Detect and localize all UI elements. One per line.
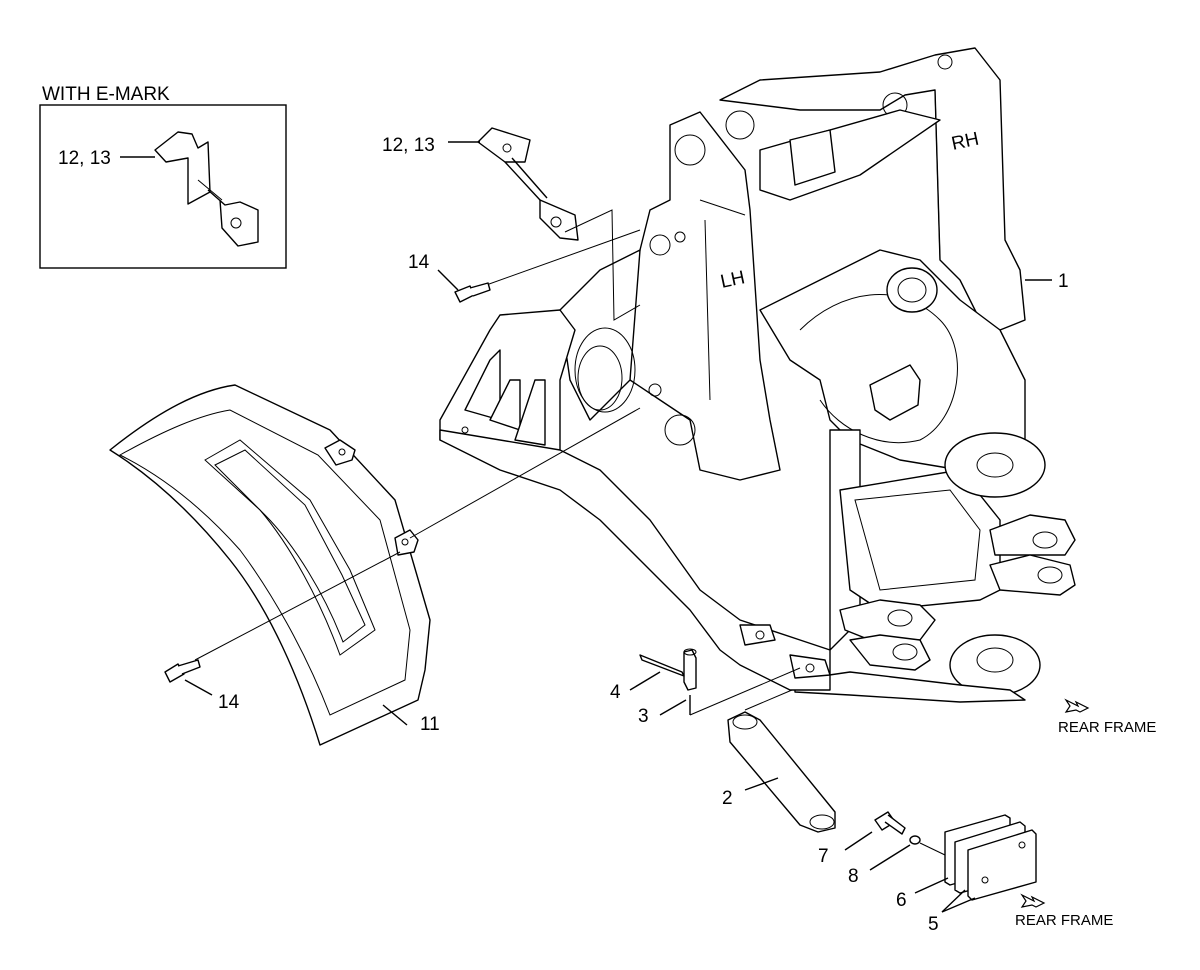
link-bar — [727, 689, 836, 833]
lower-arm — [439, 429, 831, 691]
rear-frame-arrow-icon — [1020, 893, 1046, 908]
inset-title: WITH E-MARK — [42, 84, 170, 105]
cotter-pin-4 — [639, 654, 685, 677]
assembly-line-b — [477, 229, 641, 289]
callout-7-leader — [844, 831, 873, 851]
washer-8 — [909, 835, 921, 845]
fender-stud-upper — [324, 439, 356, 466]
assembly-line-d — [194, 551, 401, 661]
callout-11: 11 — [420, 714, 440, 735]
callout-14-bottom-leader — [184, 679, 213, 696]
assembly-line-c — [409, 407, 641, 539]
callout-5: 5 — [928, 914, 939, 935]
callout-8-leader — [869, 844, 911, 871]
callout-6-leader — [914, 877, 949, 894]
rear-frame-arrow-2 — [1020, 893, 1046, 908]
pivot-bushing — [886, 267, 938, 313]
fender-outer — [109, 384, 431, 746]
callout-1: 1 — [1058, 271, 1069, 292]
callout-14-bottom: 14 — [218, 692, 240, 713]
inset-bracket — [154, 131, 211, 205]
lower-bracket-a — [839, 599, 936, 641]
inset-part-label: 12, 13 — [58, 148, 111, 169]
lower-bracket-b — [849, 634, 931, 671]
assembly-line-e — [689, 667, 801, 716]
front-frame — [439, 47, 1076, 703]
inset-border — [39, 104, 287, 269]
right-arm-lower — [989, 554, 1076, 596]
side-plate — [559, 249, 641, 421]
shim-assembly — [844, 811, 1037, 913]
pin-assembly — [629, 648, 801, 716]
cross-beam — [759, 109, 941, 201]
bracket-lower-plate — [539, 199, 579, 241]
callout-11-leader — [382, 704, 408, 726]
rear-frame-arrow-icon — [1064, 698, 1090, 713]
inset-plate — [207, 189, 259, 247]
rear-frame-label-2: REAR FRAME — [1015, 912, 1113, 929]
callout-2: 2 — [722, 788, 733, 809]
callout-6: 6 — [896, 890, 907, 911]
callout-8: 8 — [848, 866, 859, 887]
right-arm-upper — [989, 514, 1076, 556]
callout-3-leader — [659, 699, 687, 716]
bottom-rail — [794, 671, 1026, 703]
rear-frame-arrow-1 — [1064, 698, 1090, 713]
callout-5-leader-a — [941, 889, 966, 913]
callout-12-13: 12, 13 — [382, 135, 435, 156]
callout-4-leader — [629, 671, 661, 691]
callout-3: 3 — [638, 706, 649, 727]
mount-bracket — [437, 127, 641, 321]
callout-7: 7 — [818, 846, 829, 867]
callout-4: 4 — [610, 682, 621, 703]
frame-label-lh: LH — [719, 267, 747, 293]
rear-frame-label-1: REAR FRAME — [1058, 719, 1156, 736]
upper-mount-disc — [944, 432, 1046, 498]
rh-tower — [719, 47, 1026, 331]
callout-14-top-leader — [437, 269, 459, 291]
lh-tower — [624, 111, 781, 481]
assembly-line-a — [564, 209, 641, 321]
callout-2-leader — [744, 777, 779, 791]
inset-e-mark — [39, 104, 287, 269]
fender-panel — [204, 439, 376, 656]
fender — [109, 384, 641, 746]
pin-3 — [683, 649, 697, 691]
callout-5-leader-b — [941, 897, 976, 913]
link-bar-body — [727, 711, 836, 833]
callout-14-top: 14 — [408, 252, 430, 273]
